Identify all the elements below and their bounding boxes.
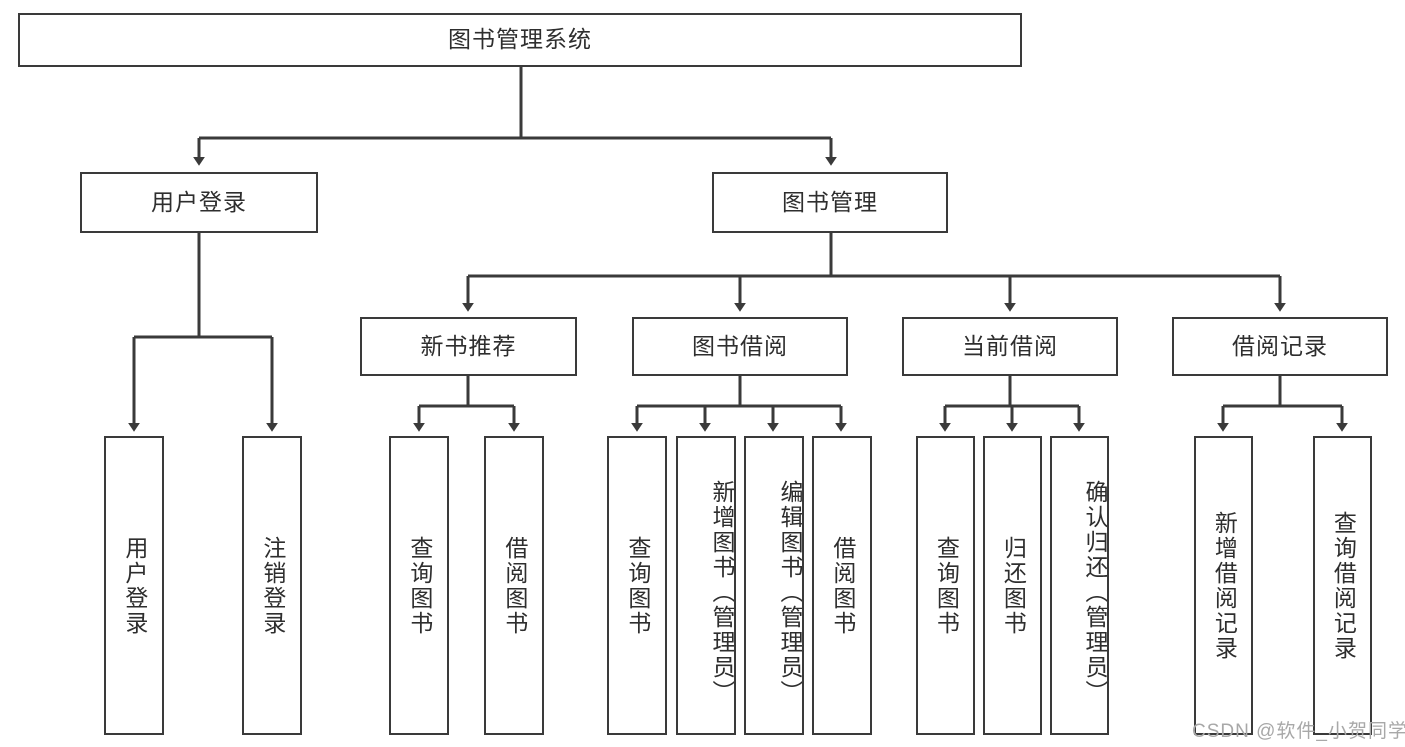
leaf-borrow-edit-book-label: 编辑图书（管理员） xyxy=(777,480,803,705)
leaf-user-login-signout[interactable]: 注销登录 xyxy=(242,436,302,735)
leaf-borrow-add-book-label: 新增图书（管理员） xyxy=(709,480,735,705)
leaf-borrow-query-book-label: 查询图书 xyxy=(624,535,651,636)
node-root-system[interactable]: 图书管理系统 xyxy=(18,13,1022,67)
leaf-current-confirm-return[interactable]: 确认归还（管理员） xyxy=(1050,436,1109,735)
leaf-user-login-signin[interactable]: 用户登录 xyxy=(104,436,164,735)
leaf-new-book-borrow[interactable]: 借阅图书 xyxy=(484,436,544,735)
node-book-borrow[interactable]: 图书借阅 xyxy=(632,317,848,376)
leaf-user-login-signin-label: 用户登录 xyxy=(121,535,148,636)
node-borrow-record-label: 借阅记录 xyxy=(1232,332,1328,359)
leaf-user-login-signout-label: 注销登录 xyxy=(259,535,286,636)
leaf-new-book-query[interactable]: 查询图书 xyxy=(389,436,449,735)
node-borrow-record[interactable]: 借阅记录 xyxy=(1172,317,1388,376)
leaf-new-book-query-label: 查询图书 xyxy=(406,535,433,636)
node-user-login[interactable]: 用户登录 xyxy=(80,172,318,233)
leaf-new-book-borrow-label: 借阅图书 xyxy=(501,535,528,636)
leaf-current-query-book-label: 查询图书 xyxy=(933,535,960,636)
leaf-current-return-book[interactable]: 归还图书 xyxy=(983,436,1042,735)
node-root-system-label: 图书管理系统 xyxy=(448,26,592,53)
node-current-borrow-label: 当前借阅 xyxy=(962,332,1058,359)
node-user-login-label: 用户登录 xyxy=(151,188,247,215)
leaf-current-return-book-label: 归还图书 xyxy=(1000,535,1027,636)
node-new-book-recommend-label: 新书推荐 xyxy=(420,332,517,359)
leaf-current-confirm-return-label: 确认归还（管理员） xyxy=(1082,480,1108,705)
node-book-management[interactable]: 图书管理 xyxy=(712,172,948,233)
node-current-borrow[interactable]: 当前借阅 xyxy=(902,317,1118,376)
leaf-record-query[interactable]: 查询借阅记录 xyxy=(1313,436,1372,735)
node-new-book-recommend[interactable]: 新书推荐 xyxy=(360,317,577,376)
leaf-borrow-edit-book[interactable]: 编辑图书（管理员） xyxy=(744,436,804,735)
leaf-record-add[interactable]: 新增借阅记录 xyxy=(1194,436,1253,735)
leaf-borrow-query-book[interactable]: 查询图书 xyxy=(607,436,667,735)
node-book-management-label: 图书管理 xyxy=(782,188,878,215)
leaf-record-add-label: 新增借阅记录 xyxy=(1211,510,1238,661)
leaf-record-query-label: 查询借阅记录 xyxy=(1330,510,1357,661)
node-book-borrow-label: 图书借阅 xyxy=(692,332,788,359)
leaf-borrow-borrow-book-label: 借阅图书 xyxy=(829,535,856,636)
leaf-current-query-book[interactable]: 查询图书 xyxy=(916,436,975,735)
leaf-borrow-borrow-book[interactable]: 借阅图书 xyxy=(812,436,872,735)
leaf-borrow-add-book[interactable]: 新增图书（管理员） xyxy=(676,436,736,735)
